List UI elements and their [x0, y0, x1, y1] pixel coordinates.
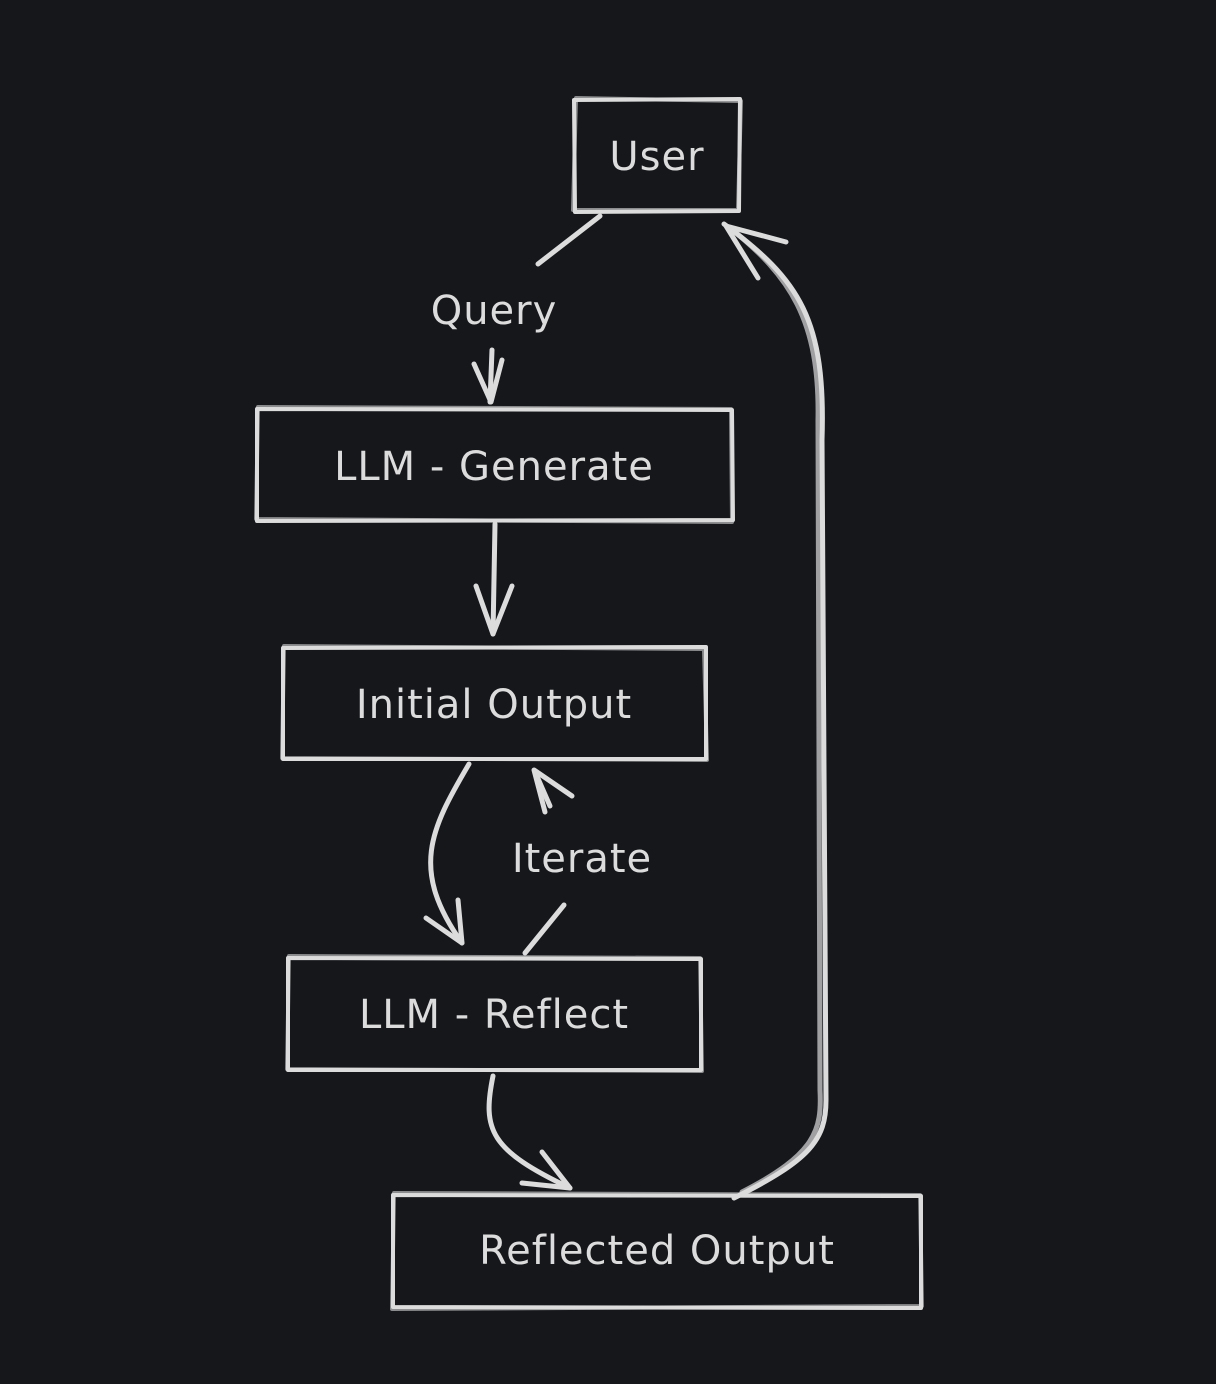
- edge-initial-to-reflect: [423, 761, 472, 946]
- edge-query-arrowhead: [471, 357, 505, 405]
- node-llm-generate[interactable]: LLM - Generate: [254, 405, 735, 524]
- node-llm-reflect-label: LLM - Reflect: [359, 992, 629, 1038]
- edge-generate-to-initial-arrowhead: [473, 583, 515, 637]
- node-user-label: User: [609, 134, 704, 180]
- edge-generate-to-initial-line: [490, 521, 498, 637]
- edge-reflected-to-user-line-sketch: [727, 225, 823, 1195]
- edge-initial-to-reflect-line: [428, 761, 472, 946]
- node-reflected-output[interactable]: Reflected Output: [390, 1191, 924, 1311]
- edge-query-segment-bottom: [487, 347, 495, 405]
- edge-query-label: Query: [431, 288, 558, 334]
- node-user[interactable]: User: [571, 96, 743, 214]
- edge-iterate-segment-bottom: [522, 902, 567, 956]
- node-initial-output[interactable]: Initial Output: [280, 644, 709, 762]
- edge-iterate-label: Iterate: [512, 836, 652, 882]
- edge-iterate: Iterate: [512, 767, 652, 956]
- node-reflected-output-label: Reflected Output: [479, 1228, 835, 1274]
- edge-reflected-to-user: [721, 221, 829, 1201]
- edge-generate-to-initial: [473, 521, 515, 637]
- edge-initial-to-reflect-arrowhead: [423, 897, 465, 946]
- edge-reflect-to-reflected-arrowhead: [519, 1149, 573, 1191]
- edge-reflect-to-reflected: [486, 1073, 573, 1191]
- edge-reflected-to-user-line: [721, 221, 829, 1201]
- edge-query-segment-top: [535, 213, 603, 267]
- edge-reflect-to-reflected-line: [486, 1073, 573, 1191]
- edge-iterate-arrowhead: [531, 767, 575, 815]
- node-llm-generate-label: LLM - Generate: [334, 444, 654, 490]
- node-initial-output-label: Initial Output: [356, 682, 632, 728]
- edge-query: Query: [431, 213, 603, 405]
- edge-iterate-arrow-shaft: [533, 771, 553, 809]
- node-llm-reflect[interactable]: LLM - Reflect: [285, 954, 704, 1073]
- edge-reflected-to-user-arrowhead: [723, 223, 789, 281]
